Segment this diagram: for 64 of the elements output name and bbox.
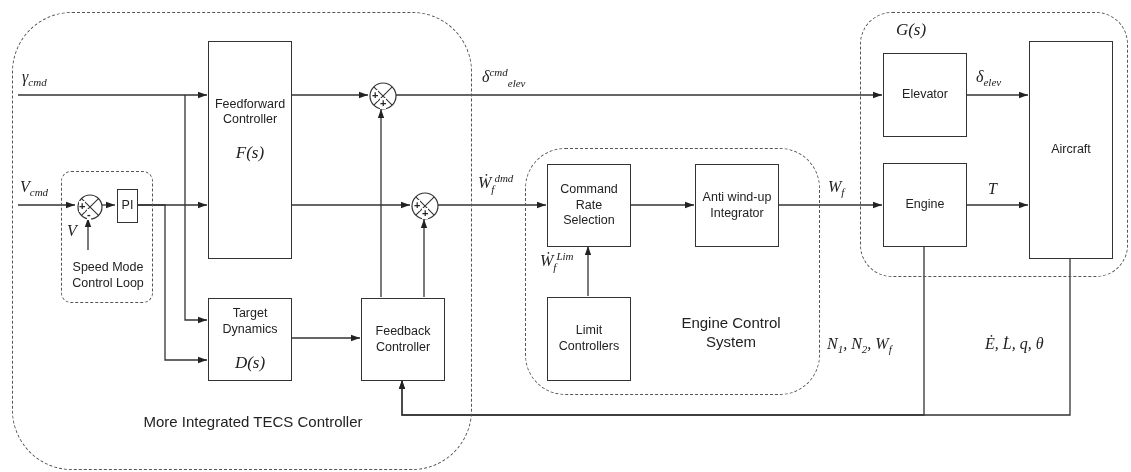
box-label: Feedforward Controller	[213, 96, 287, 128]
arrow	[965, 201, 1029, 209]
sign-label: +	[422, 208, 429, 219]
edge-label: V$_{cmd}$	[20, 178, 49, 199]
arrow	[290, 334, 361, 342]
arrow	[84, 217, 92, 251]
process-box	[361, 298, 445, 381]
group-label: Engine Control System	[680, 314, 782, 352]
edge-label: V	[67, 222, 77, 240]
edge-label: W$_{f}$	[828, 178, 845, 199]
edge-label: δ$_{elev}$	[976, 68, 1002, 89]
box-label: Command Rate Selection	[559, 182, 619, 229]
dashed-group	[12, 12, 472, 470]
box-label: F(s)	[235, 142, 265, 164]
arrow	[290, 91, 369, 99]
box-label: Engine	[905, 197, 945, 213]
sign-label: +	[79, 201, 86, 212]
box-label: PI	[121, 198, 134, 214]
arrow	[965, 91, 1029, 99]
process-box	[1029, 41, 1113, 259]
summing-junction	[77, 194, 103, 220]
arrow	[377, 108, 385, 298]
arrow	[584, 245, 592, 297]
sign-label: +	[372, 90, 379, 101]
sign-label: -	[87, 209, 91, 220]
edge-label: T	[988, 180, 997, 198]
group-label: More Integrated TECS Controller	[142, 413, 364, 432]
box-label: D(s)	[234, 351, 266, 373]
group-label: Speed Mode Control Loop	[71, 260, 145, 292]
arrow	[17, 201, 76, 209]
process-box	[208, 298, 292, 381]
box-label: Limit Controllers	[557, 323, 621, 355]
arrow	[437, 201, 547, 209]
process-box	[883, 163, 967, 247]
dashed-group	[525, 148, 820, 395]
arrow	[395, 91, 883, 99]
summing-junction	[411, 192, 439, 220]
box-label: Anti wind-up Integrator	[701, 189, 773, 222]
arrow	[777, 201, 883, 209]
box-label: Target Dynamics	[221, 306, 279, 338]
arrow	[290, 201, 411, 209]
box-label: Elevator	[902, 87, 948, 103]
group-label: G(s)	[894, 19, 928, 41]
box-label: Aircraft	[1051, 142, 1091, 158]
sign-label: +	[414, 200, 421, 211]
arrow	[184, 94, 208, 324]
arrow	[629, 201, 695, 209]
process-box	[208, 41, 292, 259]
sign-label: +	[380, 98, 387, 109]
summing-junction	[369, 82, 397, 110]
arrow	[398, 257, 1071, 416]
arrow	[420, 218, 428, 298]
dashed-group	[61, 171, 153, 303]
arrow	[17, 91, 208, 99]
process-box	[883, 53, 967, 137]
process-box	[695, 164, 779, 247]
process-box	[547, 164, 631, 247]
process-box	[117, 189, 138, 223]
edge-label: N$_{1}$, N$_{2}$, W$_{f}$	[827, 335, 892, 356]
process-box	[547, 297, 631, 381]
edge-label: γ$_{cmd}$	[22, 68, 47, 89]
dashed-group	[860, 12, 1128, 277]
box-label: Feedback Controller	[374, 323, 432, 356]
edge-label: Ė, L̇, q, θ	[985, 335, 1044, 353]
